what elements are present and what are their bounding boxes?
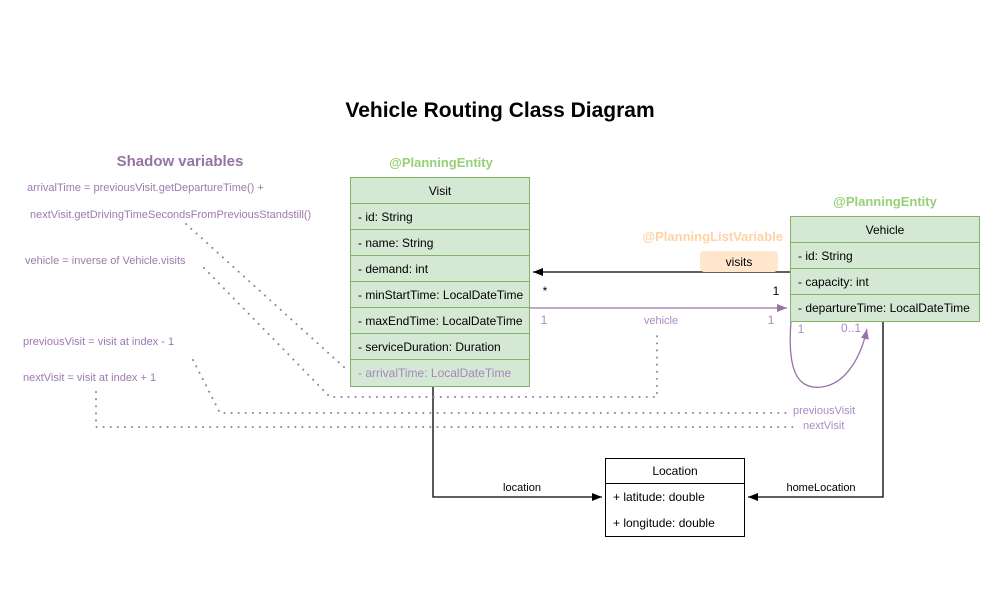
previous-visit-edge-label: previousVisit	[793, 405, 856, 417]
location-association-line	[432, 385, 602, 501]
visits-target-multiplicity: *	[542, 284, 548, 298]
vehicle-planning-entity-label: @PlanningEntity	[833, 194, 937, 209]
visits-source-multiplicity: 1	[772, 284, 780, 298]
visit-planning-entity-label: @PlanningEntity	[389, 155, 493, 170]
self-loop-source-multiplicity: 1	[797, 322, 805, 336]
page-title: Vehicle Routing Class Diagram	[345, 99, 655, 122]
visit-class-box[interactable]: Visit - id: String - name: String - dema…	[350, 177, 530, 387]
visit-attr-id: - id: String	[351, 204, 529, 230]
location-class-box[interactable]: Location + latitude: double + longitude:…	[605, 458, 745, 537]
vehicle-class-title: Vehicle	[791, 217, 979, 243]
planning-list-variable-label: @PlanningListVariable	[642, 229, 783, 244]
visit-class-title: Visit	[351, 178, 529, 204]
visit-attr-min-start-time: - minStartTime: LocalDateTime	[351, 282, 529, 308]
home-location-edge-label: homeLocation	[786, 482, 856, 494]
shadow-line-arrival-time-2: nextVisit.getDrivingTimeSecondsFromPrevi…	[30, 209, 312, 221]
location-attr-latitude: + latitude: double	[613, 490, 705, 504]
shadow-line-previous-visit: previousVisit = visit at index - 1	[23, 336, 175, 348]
visit-attr-name: - name: String	[351, 230, 529, 256]
vehicle-target-multiplicity: 1	[767, 313, 775, 327]
location-edge-label: location	[503, 482, 541, 494]
location-class-title: Location	[606, 459, 744, 484]
visit-attr-max-end-time: - maxEndTime: LocalDateTime	[351, 308, 529, 334]
dotted-link-arrival-time	[185, 223, 346, 369]
shadow-variables-heading: Shadow variables	[116, 153, 244, 170]
visits-badge-label: visits	[725, 254, 753, 269]
visit-attr-demand: - demand: int	[351, 256, 529, 282]
shadow-line-next-visit: nextVisit = visit at index + 1	[23, 372, 157, 384]
visit-attr-arrival-time: - arrivalTime: LocalDateTime	[358, 366, 512, 380]
dotted-link-next-visit	[95, 391, 798, 428]
shadow-line-vehicle: vehicle = inverse of Vehicle.visits	[25, 255, 186, 267]
shadow-line-arrival-time-1: arrivalTime = previousVisit.getDeparture…	[27, 182, 264, 194]
next-visit-edge-label: nextVisit	[803, 420, 845, 432]
vehicle-source-multiplicity: 1	[540, 313, 548, 327]
vehicle-attr-capacity: - capacity: int	[791, 269, 979, 295]
visits-badge[interactable]: visits	[700, 251, 778, 272]
vehicle-attr-id: - id: String	[791, 243, 979, 269]
vehicle-edge-label: vehicle	[643, 315, 679, 327]
self-loop-target-multiplicity: 0..1	[840, 321, 862, 335]
visit-attr-service-duration: - serviceDuration: Duration	[351, 334, 529, 360]
vehicle-attr-departure-time: - departureTime: LocalDateTime	[798, 301, 970, 315]
location-attr-longitude: + longitude: double	[613, 516, 715, 530]
vehicle-class-box[interactable]: Vehicle - id: String - capacity: int - d…	[790, 216, 980, 322]
